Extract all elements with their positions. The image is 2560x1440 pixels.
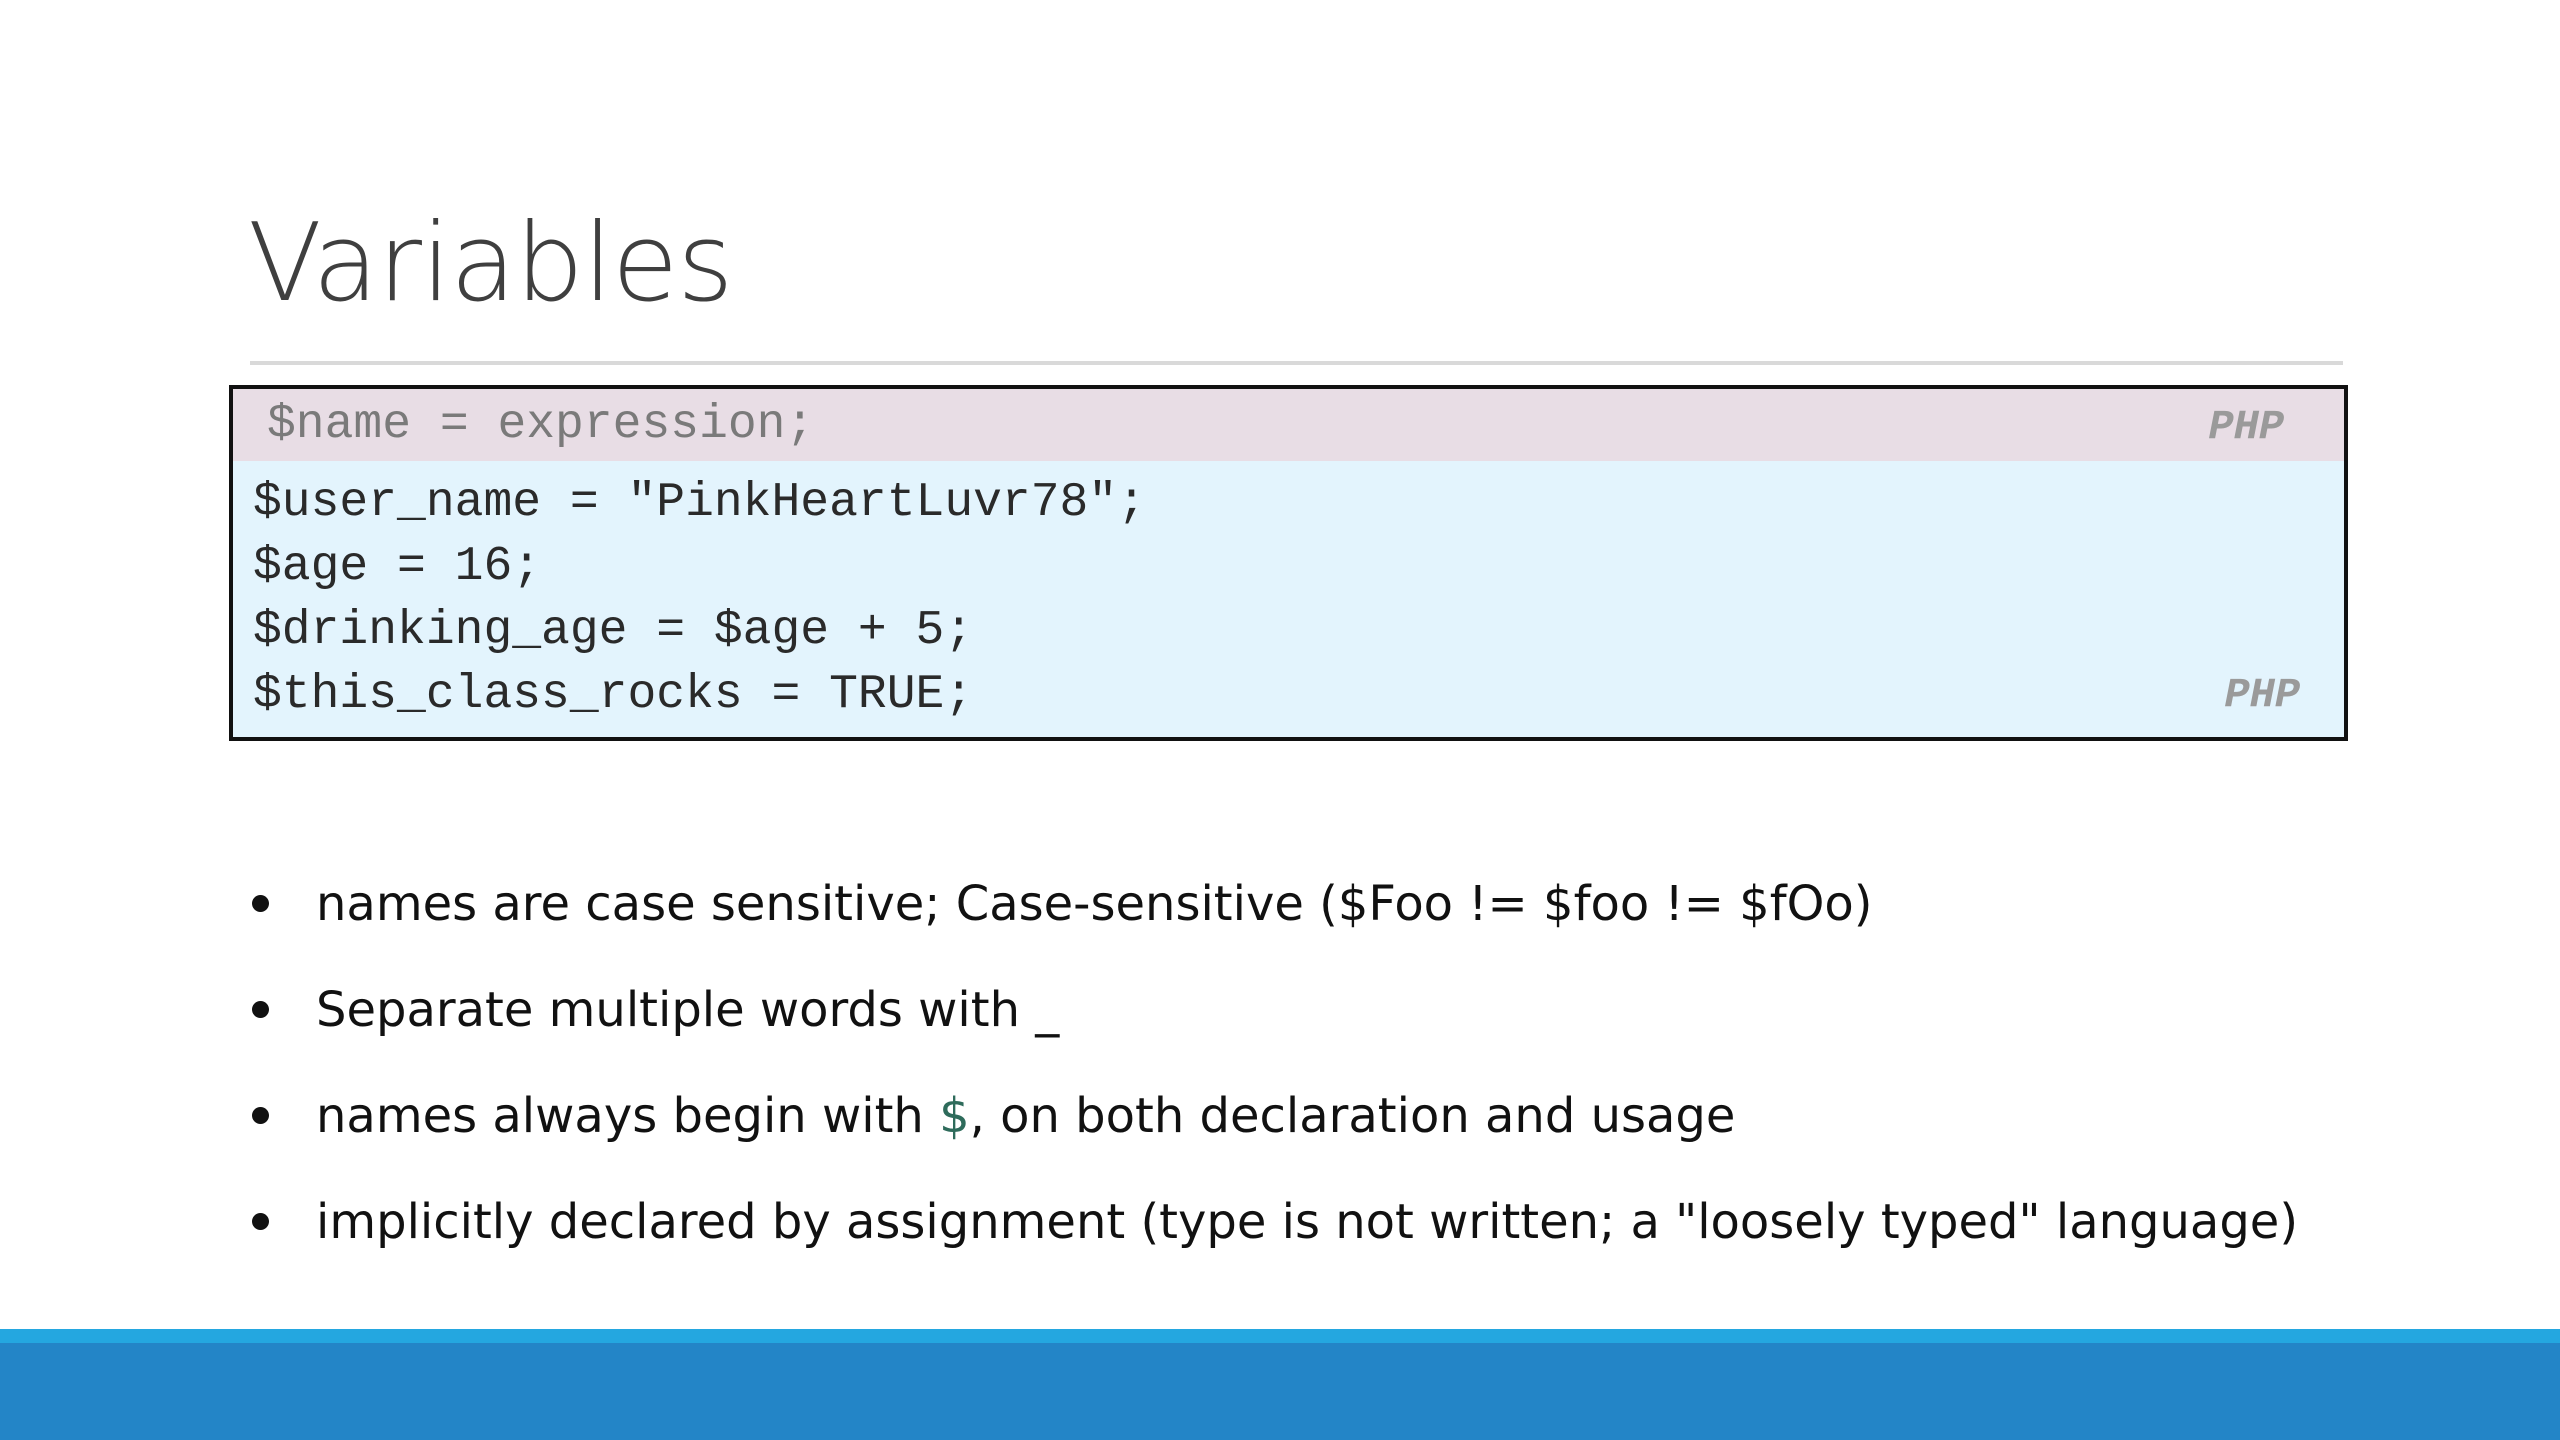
syntax-code: $name = expression;: [267, 398, 815, 452]
bullet-list: names are case sensitive; Case-sensitive…: [248, 868, 2298, 1292]
bullet-dot-icon: [252, 1001, 269, 1018]
footer-accent-line: [0, 1329, 2560, 1343]
code-line: $user_name = "PinkHeartLuvr78";: [253, 476, 1146, 530]
slide-title: Variables: [248, 201, 734, 326]
bullet-item: names are case sensitive; Case-sensitive…: [248, 868, 2298, 974]
bullet-text: names are case sensitive; Case-sensitive…: [316, 876, 1873, 932]
bullet-dot-icon: [252, 1107, 269, 1124]
example-lang-label: PHP: [2224, 671, 2300, 719]
code-line: $drinking_age = $age + 5;: [253, 604, 974, 658]
bullet-text-before: names always begin with: [316, 1088, 940, 1144]
code-line: $this_class_rocks = TRUE;: [253, 668, 974, 722]
dollar-sign: $: [939, 1088, 970, 1144]
syntax-code-box: $name = expression; PHP: [229, 385, 2348, 465]
syntax-lang-label: PHP: [2208, 403, 2284, 451]
title-divider: [250, 361, 2343, 365]
bullet-text: implicitly declared by assignment (type …: [316, 1194, 2299, 1250]
bullet-text: Separate multiple words with _: [316, 982, 1060, 1038]
example-code-lines: $user_name = "PinkHeartLuvr78"; $age = 1…: [253, 471, 1146, 727]
bullet-dot-icon: [252, 895, 269, 912]
bullet-item: implicitly declared by assignment (type …: [248, 1186, 2298, 1292]
code-line: $age = 16;: [253, 540, 542, 594]
bullet-dot-icon: [252, 1213, 269, 1230]
bullet-item: Separate multiple words with _: [248, 974, 2298, 1080]
bullet-text-after: , on both declaration and usage: [969, 1088, 1736, 1144]
example-code-box: $user_name = "PinkHeartLuvr78"; $age = 1…: [229, 461, 2348, 741]
bullet-item: names always begin with $, on both decla…: [248, 1080, 2298, 1186]
footer-band: [0, 1343, 2560, 1440]
